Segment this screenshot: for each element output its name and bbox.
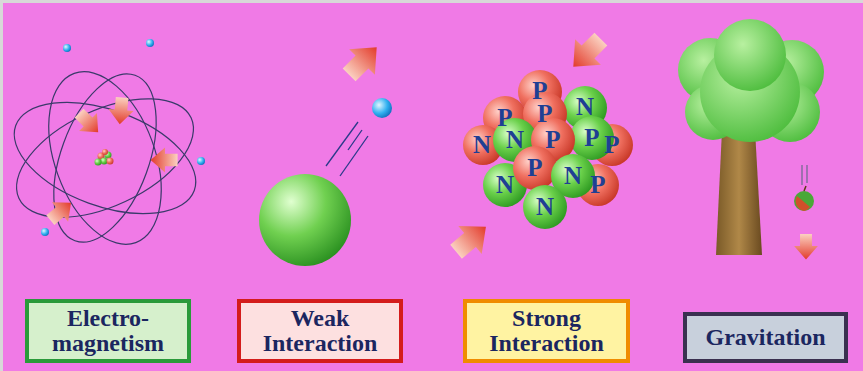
force-box: Electro- magnetism	[25, 299, 191, 363]
nucleon-letter: N	[506, 127, 524, 152]
nucleon-letter: P	[590, 172, 605, 197]
force-name: Electro- magnetism	[34, 306, 182, 356]
nucleon-letter: N	[564, 163, 582, 188]
force-box: Gravitation	[683, 312, 848, 363]
nucleon-letter: P	[537, 101, 552, 126]
force-box: Strong Interaction	[463, 299, 630, 363]
nucleon-letter: P	[604, 132, 619, 157]
nucleon-letter: P	[545, 127, 560, 152]
nucleon-letter: P	[527, 155, 542, 180]
nucleon-letter: P	[532, 78, 547, 103]
force-name: Strong Interaction	[472, 306, 621, 356]
force-box: Weak Interaction	[237, 299, 403, 363]
nucleon-letter: N	[473, 132, 491, 157]
nucleon-letter: N	[496, 172, 514, 197]
force-name: Gravitation	[706, 325, 826, 350]
nucleon-letter: N	[536, 194, 554, 219]
force-name: Weak Interaction	[246, 306, 394, 356]
nucleon-letter: N	[576, 94, 594, 119]
nucleon-letter: P	[584, 125, 599, 150]
